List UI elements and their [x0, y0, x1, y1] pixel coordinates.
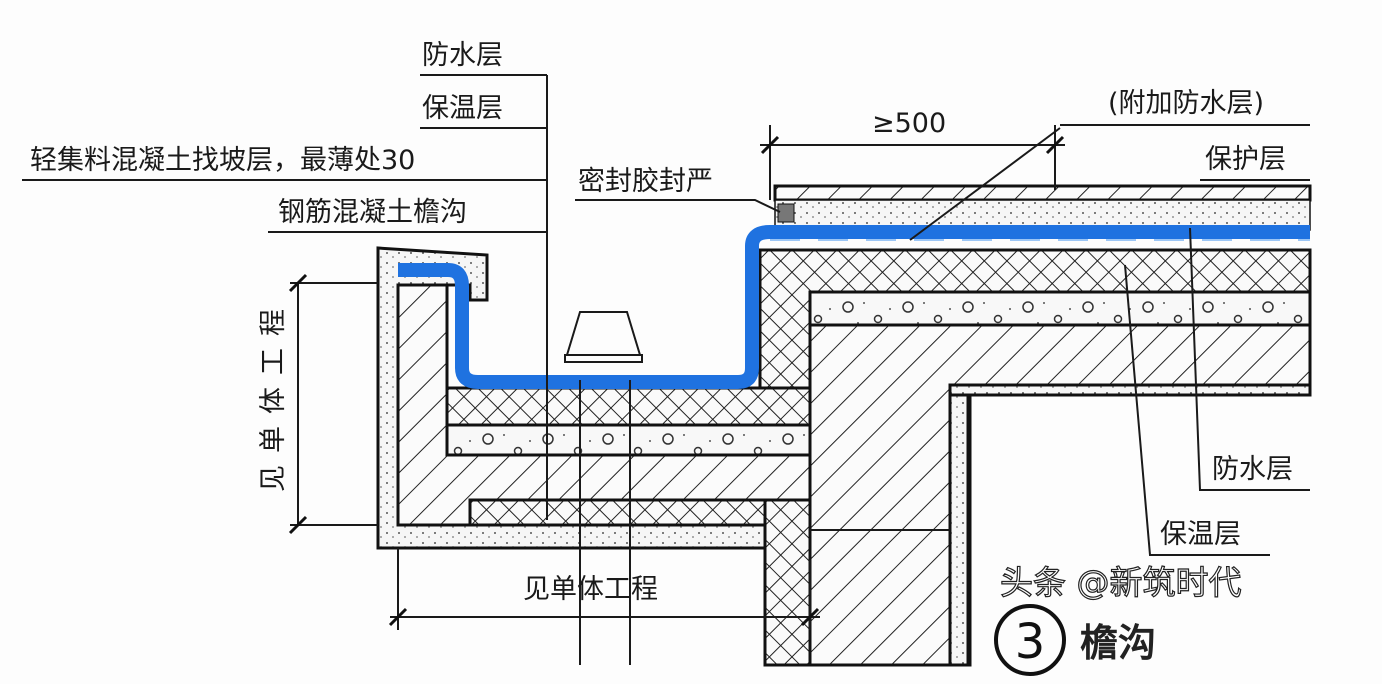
label-see-project-vertical: 见单体工程	[258, 297, 289, 492]
label-min-500: ≥500	[872, 108, 946, 139]
detail-number-circle	[994, 604, 1066, 676]
label-sealant: 密封胶封严	[578, 166, 713, 197]
label-rc-gutter: 钢筋混凝土檐沟	[278, 197, 467, 228]
ceiling-plaster	[948, 383, 1312, 667]
gutter-insulation	[445, 386, 812, 427]
detail-title: 3 檐沟	[994, 604, 1156, 676]
wall-insulation	[763, 498, 812, 667]
label-insulation-right: 保温层	[1160, 519, 1241, 550]
label-waterproof-right: 防水层	[1212, 454, 1293, 485]
label-insulation-top: 保温层	[422, 93, 503, 124]
gutter-slope-layer	[445, 423, 812, 457]
structure	[376, 184, 1312, 667]
waterproof-membrane	[398, 225, 1310, 389]
sealant-joint	[777, 203, 795, 223]
watermark: 头条 @新筑时代	[1000, 563, 1242, 602]
roof-slope-layer	[808, 290, 1312, 327]
label-see-project-bottom: 见单体工程	[523, 574, 658, 605]
detail-number: 3	[1015, 614, 1046, 670]
label-protection: 保护层	[1205, 144, 1286, 175]
label-slope-layer: 轻集料混凝土找坡层，最薄处30	[30, 145, 415, 176]
slab-underside-insulation	[468, 498, 812, 527]
detail-title-text: 檐沟	[1080, 621, 1156, 665]
label-waterproof-top: 防水层	[422, 40, 503, 71]
drain-outlet	[564, 311, 643, 363]
dimensions	[288, 125, 1065, 630]
roof-slab	[808, 323, 1312, 667]
label-extra-waterproof: (附加防水层)	[1108, 88, 1264, 119]
protection-layer	[773, 184, 1312, 202]
